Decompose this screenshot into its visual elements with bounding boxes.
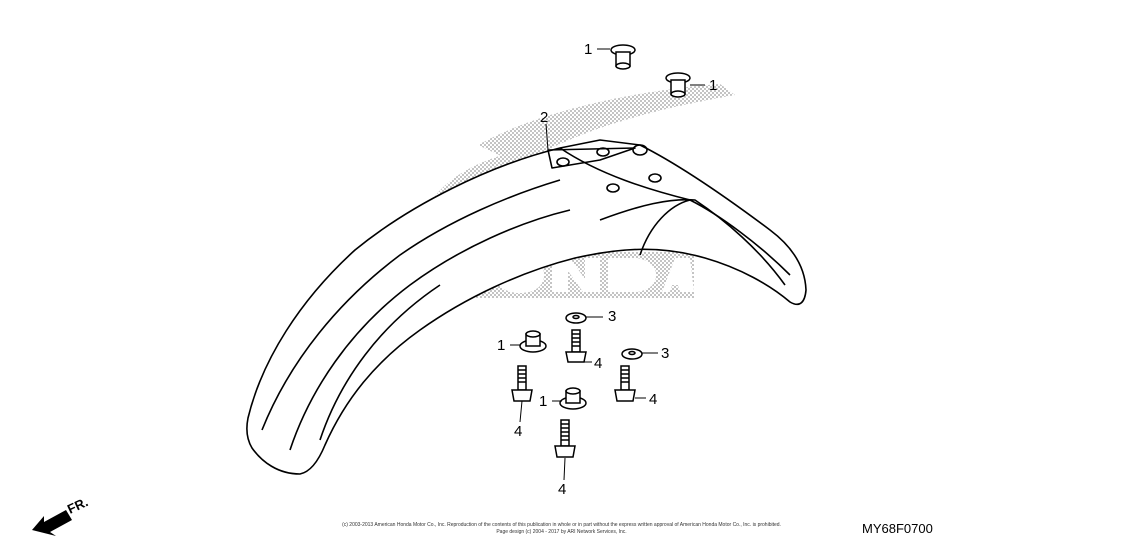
collar-part-right (665, 72, 691, 98)
collar-part-left (519, 330, 547, 353)
callout-labels: 1 1 2 3 3 1 4 4 1 4 4 (497, 41, 717, 498)
figure-code: MY68F0700 (862, 521, 933, 536)
callout-4-left: 4 (514, 423, 522, 440)
washer-part-a (565, 312, 587, 324)
collar-part-top (610, 44, 636, 70)
callout-4-right: 4 (649, 391, 657, 408)
collar-part-center (559, 387, 587, 410)
callout-3-lower: 3 (661, 345, 669, 362)
callout-4-bottom: 4 (558, 481, 566, 498)
bolt-part-a (565, 329, 587, 363)
callout-1-center: 1 (539, 393, 547, 410)
copyright-notice: (c) 2003-2013 American Honda Motor Co., … (342, 522, 781, 528)
bolt-part-d (554, 419, 576, 458)
callout-1-left: 1 (497, 337, 505, 354)
front-arrow-icon (32, 510, 72, 536)
bolt-part-c (614, 365, 636, 402)
callout-2: 2 (540, 109, 548, 126)
leader-lines (510, 48, 705, 481)
callout-3-upper: 3 (608, 308, 616, 325)
page-design-credit: Page design (c) 2004 - 2017 by ARI Netwo… (496, 529, 627, 535)
callout-1-top: 1 (584, 41, 592, 58)
callout-1-right: 1 (709, 77, 717, 94)
washer-part-b (621, 348, 643, 360)
front-fender-part (246, 139, 807, 475)
callout-4-upper: 4 (594, 355, 602, 372)
front-direction-label: FR. (65, 494, 90, 516)
bolt-part-b (511, 365, 533, 402)
